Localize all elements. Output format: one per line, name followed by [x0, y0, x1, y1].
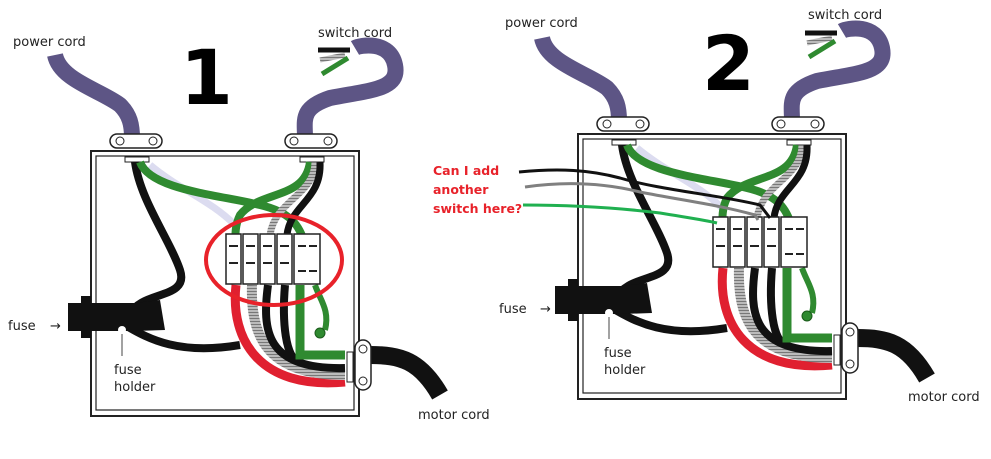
fuse-holder-label-1: fuse [114, 363, 142, 378]
motor-cord-label: motor cord [908, 390, 980, 405]
fuse-holder-label-2: holder [604, 363, 646, 378]
fuse-label: fuse [8, 319, 36, 334]
panel-1: 1 power cord switch cord fuse → fuse hol… [8, 26, 490, 423]
arrow-icon: → [50, 319, 61, 334]
question-line-1: Can I add [433, 163, 499, 178]
added-green-wire [522, 203, 718, 225]
highlight-ellipse [204, 213, 344, 307]
question-line-2: another [433, 182, 489, 197]
power-cord-label: power cord [505, 16, 578, 31]
fuse-holder-label-2: holder [114, 380, 156, 395]
power-cord-label: power cord [13, 35, 86, 50]
panel-number: 2 [702, 19, 755, 108]
panel-number: 1 [180, 33, 233, 122]
switch-cord-label: switch cord [808, 8, 882, 23]
panel-2: 2 power cord switch cord fuse → fuse hol… [433, 8, 980, 405]
added-gray-wire [524, 182, 760, 221]
question-line-3: switch here? [433, 201, 522, 216]
motor-cord-label: motor cord [418, 408, 490, 423]
switch-cord-label: switch cord [318, 26, 392, 41]
arrow-icon: → [540, 302, 551, 317]
fuse-holder-label-1: fuse [604, 346, 632, 361]
fuse-label: fuse [499, 302, 527, 317]
added-black-wire [518, 168, 772, 219]
